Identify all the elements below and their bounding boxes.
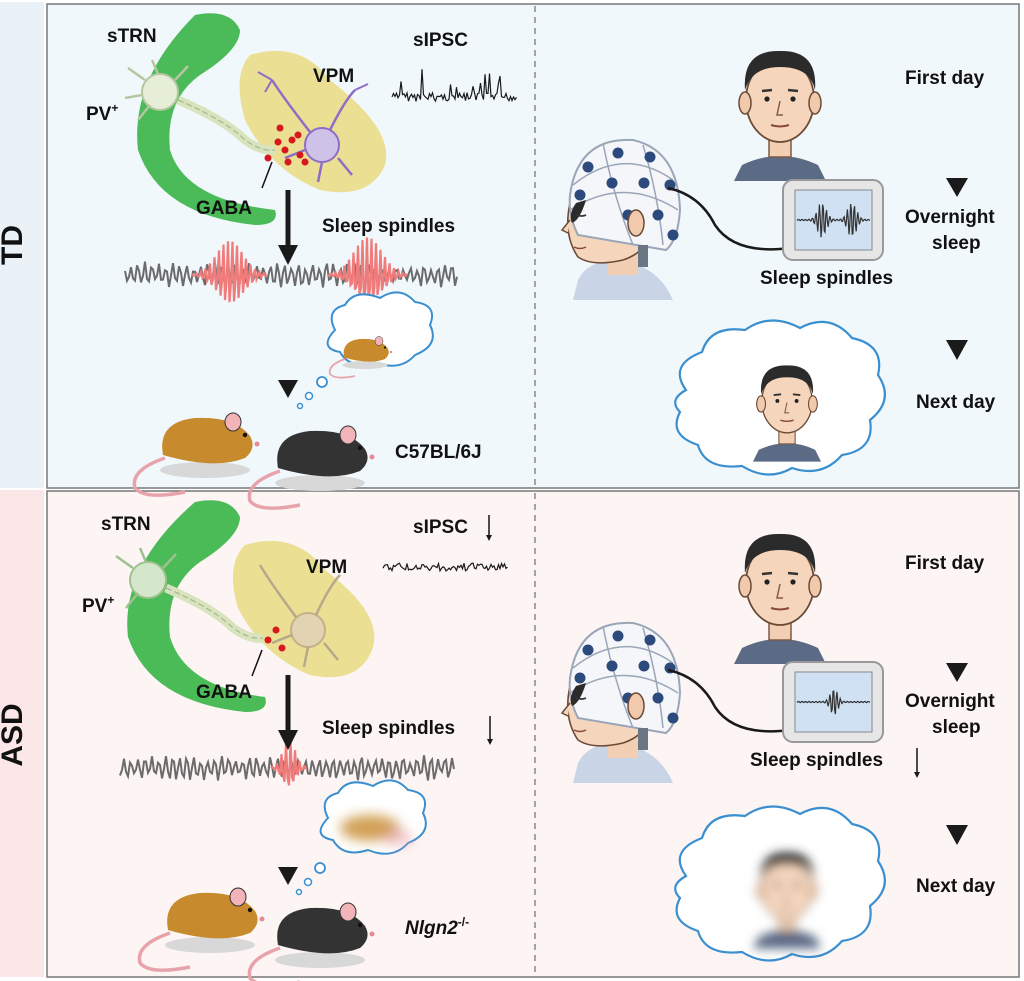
td-side-tab — [0, 2, 44, 488]
asd-strn-label: sTRN — [101, 514, 151, 535]
asd-sipsc-label: sIPSC — [413, 517, 468, 538]
asd-monitor-wave — [796, 690, 871, 715]
strn-region-asd — [127, 500, 266, 712]
td-overnight-line1: Overnight — [905, 207, 995, 228]
td-first-day: First day — [905, 68, 985, 89]
asd-human-section: Sleep spindles First day Overnight sleep… — [561, 532, 996, 962]
td-spindle-trace — [124, 237, 458, 303]
td-human-section: Sleep spindles First day Overnight sleep… — [561, 49, 996, 476]
td-mouse-section: sTRN PV+ VPM GABA sIPSC Sleep spindles C… — [86, 13, 517, 510]
spindle-burst-2 — [327, 237, 409, 299]
td-spindles-label: Sleep spindles — [322, 216, 455, 237]
pv-neuron-asd — [129, 561, 167, 599]
asd-overnight-line2: sleep — [932, 717, 981, 738]
vpm-neuron-asd — [290, 612, 326, 648]
td-eeg-cable — [667, 186, 791, 251]
td-human-spindles-label: Sleep spindles — [760, 268, 893, 289]
asd-spindles-label: Sleep spindles — [322, 718, 455, 739]
asd-side-tab — [0, 490, 44, 977]
asd-side-label: ASD — [0, 703, 29, 766]
td-sipsc-label: sIPSC — [413, 30, 468, 51]
pv-neuron — [141, 73, 179, 111]
spindle-burst-1 — [270, 740, 308, 786]
td-monitor-wave — [796, 204, 871, 238]
td-strain-label: C57BL/6J — [395, 442, 482, 463]
td-side-label: TD — [0, 225, 29, 265]
asd-gaba-label: GABA — [196, 682, 252, 703]
vpm-neuron — [304, 127, 340, 163]
asd-first-day: First day — [905, 553, 985, 574]
asd-sipsc-trace — [382, 561, 508, 573]
asd-next-day: Next day — [916, 876, 996, 897]
td-overnight-line2: sleep — [932, 233, 981, 254]
asd-eeg-cable — [667, 668, 791, 733]
asd-spindle-trace — [119, 740, 455, 786]
td-gaba-label: GABA — [196, 198, 252, 219]
td-sipsc-trace — [391, 69, 517, 103]
gaba-vesicles-asd — [264, 626, 286, 652]
asd-mouse-section: sTRN PV+ VPM GABA sIPSC Sleep spindles N… — [82, 500, 508, 981]
td-strn-label: sTRN — [107, 26, 157, 47]
td-pv-label: PV+ — [86, 101, 118, 125]
td-next-day: Next day — [916, 392, 996, 413]
asd-human-spindles-label: Sleep spindles — [750, 750, 883, 771]
asd-overnight-line1: Overnight — [905, 691, 995, 712]
strn-region — [137, 13, 276, 225]
asd-vpm-label: VPM — [306, 557, 347, 578]
td-vpm-label: VPM — [313, 66, 354, 87]
gaba-vesicles — [264, 124, 309, 166]
asd-pv-label: PV+ — [82, 593, 114, 617]
asd-strain-label: Nlgn2-/- — [405, 915, 469, 939]
spindle-burst-1 — [191, 241, 268, 303]
